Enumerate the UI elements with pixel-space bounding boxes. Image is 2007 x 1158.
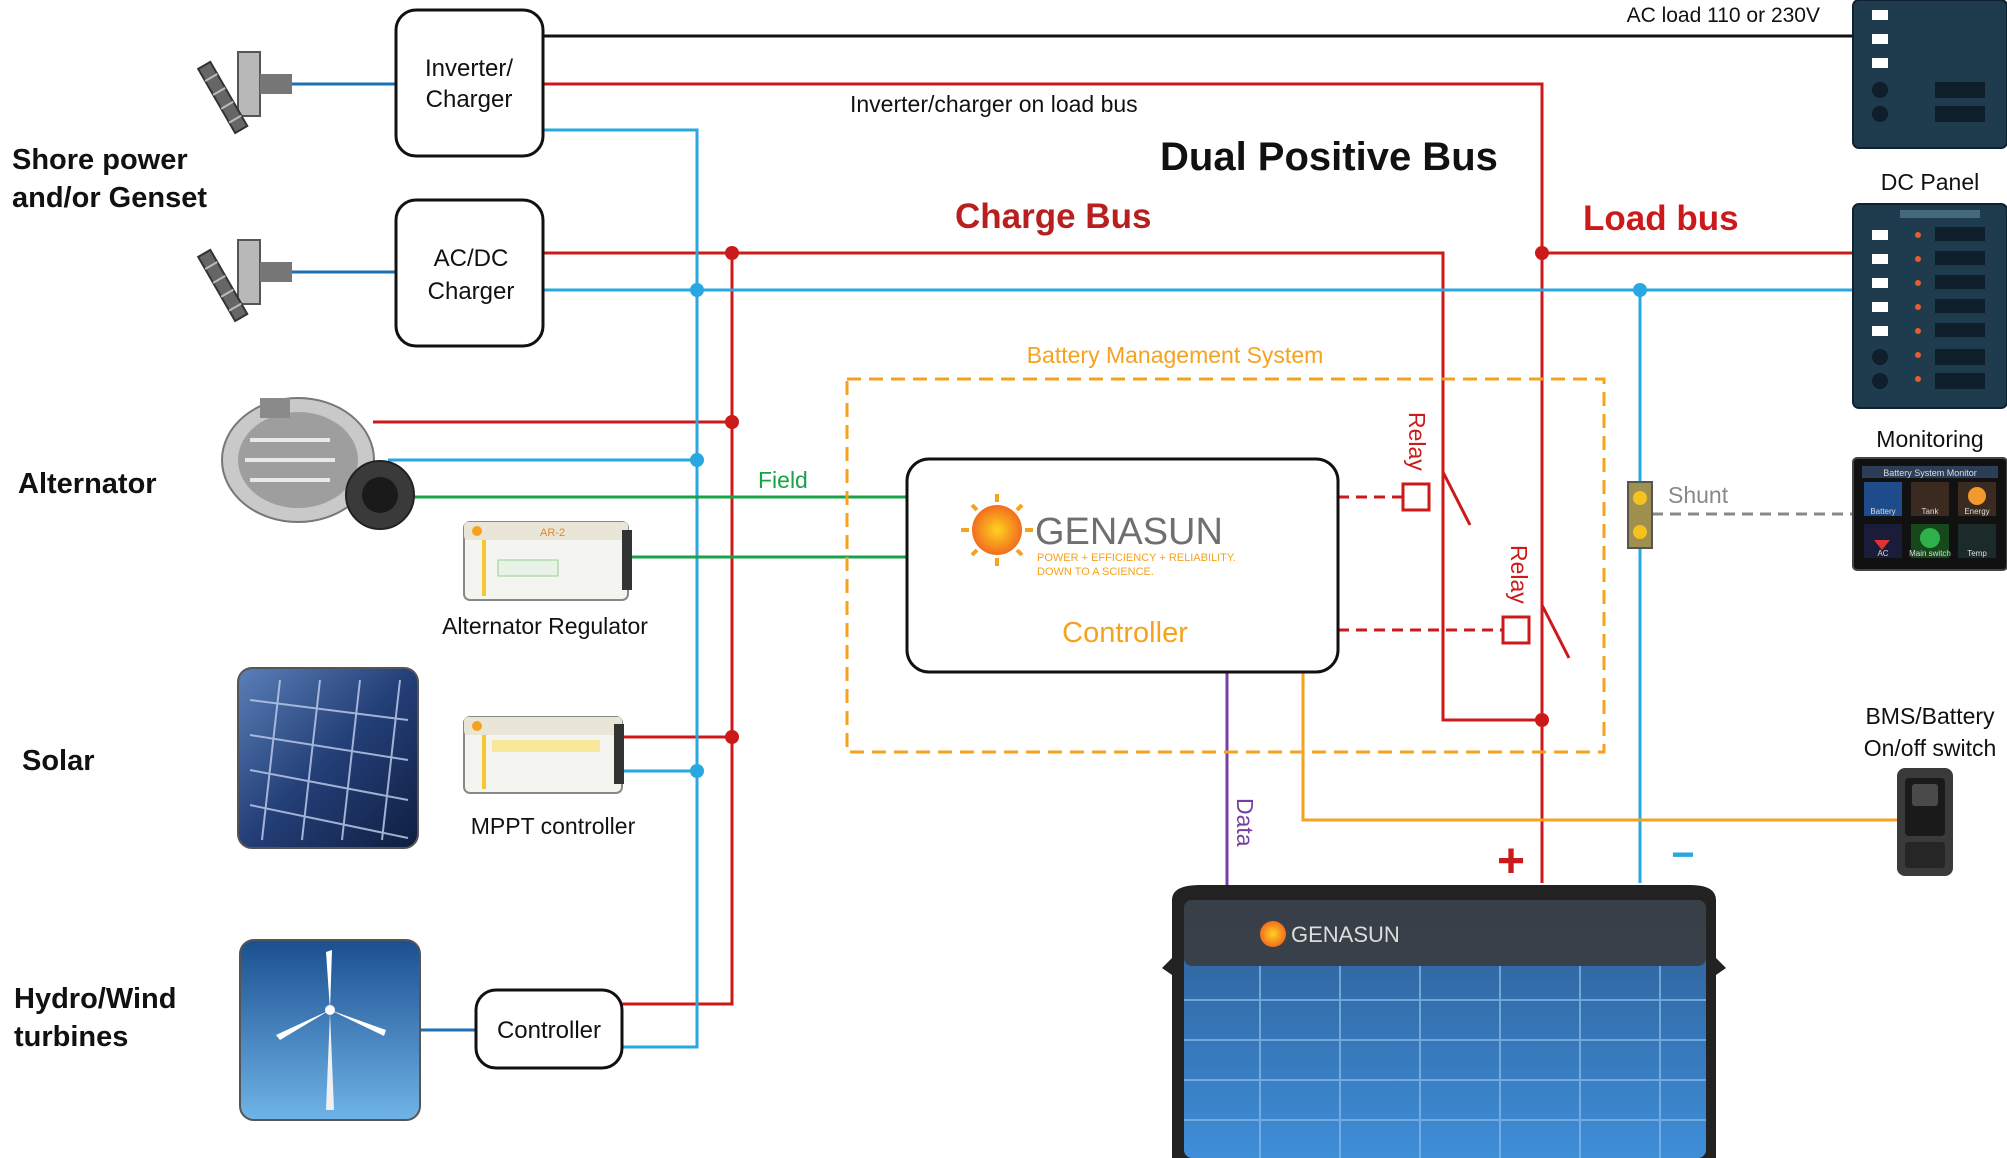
ac-load-label: AC load 110 or 230V	[1627, 4, 1820, 27]
data-label: Data	[1232, 798, 1258, 847]
monitor-tile-label: Battery	[1870, 507, 1895, 516]
dual-positive-bus-title: Dual Positive Bus	[1160, 135, 1498, 179]
shore-plug-1-icon	[196, 51, 292, 135]
mppt-controller-icon	[463, 716, 624, 794]
field-label: Field	[758, 467, 808, 493]
charge-bus-vertical	[622, 253, 734, 1006]
alternator-regulator-badge: AR-2	[540, 527, 565, 539]
inverter-load-bus-wire	[543, 82, 1544, 883]
genasun-tagline-2: DOWN TO A SCIENCE.	[1037, 566, 1154, 578]
battery-brand: GENASUN	[1291, 922, 1400, 947]
monitor-tile-label: Energy	[1964, 507, 1989, 516]
bms-controller-box	[905, 457, 1340, 674]
battery-icon	[1162, 885, 1726, 1158]
bms-switch-label-2: On/off switch	[1864, 735, 1997, 761]
junction-dot	[690, 283, 704, 297]
inverter-charger-label-2: Charger	[426, 86, 513, 113]
load-bus-label: Load bus	[1583, 199, 1739, 238]
monitor-screen-title: Battery System Monitor	[1883, 468, 1977, 478]
alternator-regulator-icon	[463, 521, 632, 601]
relay-contact-icon	[1540, 604, 1571, 659]
positive-terminal-label: +	[1497, 835, 1525, 888]
shore-power-label-2: and/or Genset	[12, 182, 207, 214]
monitor-tile-label: Tank	[1922, 507, 1940, 516]
bms-switch-label-1: BMS/Battery	[1865, 703, 1995, 729]
alternator-icon	[221, 397, 415, 530]
battery-sun-icon	[1260, 921, 1286, 947]
genasun-tagline-1: POWER + EFFICIENCY + RELIABILITY.	[1037, 552, 1236, 564]
ac-dc-charger-label-1: AC/DC	[434, 245, 509, 272]
bms-controller-label: Controller	[1062, 617, 1188, 649]
junctions	[690, 246, 1647, 778]
alternator-label: Alternator	[18, 468, 157, 500]
solar-panel-icon	[237, 667, 419, 849]
wires	[292, 34, 1897, 1049]
genasun-brand: GENASUN	[1035, 511, 1223, 553]
relay-1-label: Relay	[1404, 412, 1430, 471]
junction-dot	[725, 415, 739, 429]
hydro-wind-label-2: turbines	[14, 1021, 128, 1053]
relay-coil-icon	[1501, 615, 1531, 645]
hydro-wind-label-1: Hydro/Wind	[14, 983, 176, 1015]
ac-dc-charger-box	[394, 198, 545, 348]
junction-dot	[725, 730, 739, 744]
sun-icon	[972, 505, 1022, 555]
junction-dot	[1535, 713, 1549, 727]
solar-label: Solar	[22, 745, 95, 777]
ac-dc-charger-label-2: Charger	[428, 278, 515, 305]
relay-2-label: Relay	[1506, 545, 1532, 604]
sun-rays-icon	[961, 494, 1033, 566]
charge-bus-label: Charge Bus	[955, 197, 1151, 236]
bms-boundary	[845, 377, 1606, 754]
monitoring-label: Monitoring	[1876, 426, 1983, 452]
relay-contact-icon	[1441, 471, 1472, 526]
inverter-on-load-bus-label: Inverter/charger on load bus	[850, 91, 1138, 117]
alternator-regulator-label: Alternator Regulator	[442, 613, 648, 639]
monitor-tile-label: Main switch	[1909, 549, 1951, 558]
dc-panel-label: DC Panel	[1881, 169, 1979, 195]
junction-dot	[725, 246, 739, 260]
ac-panel-icon	[1852, 0, 2007, 149]
dc-panel-icon	[1852, 203, 2007, 409]
shunt-icon	[1627, 481, 1653, 549]
relay-1	[1401, 471, 1472, 526]
inverter-charger-label-1: Inverter/	[425, 55, 513, 82]
mppt-controller-label: MPPT controller	[471, 813, 636, 839]
relay-2	[1501, 604, 1571, 659]
junction-dot	[690, 453, 704, 467]
relay-coil-icon	[1401, 482, 1431, 512]
shunt-label: Shunt	[1668, 482, 1729, 508]
inverter-charger-box	[394, 8, 545, 158]
turbine-controller-box	[474, 988, 624, 1070]
junction-dot	[1633, 283, 1647, 297]
genasun-logo	[961, 494, 1033, 566]
bms-switch-wire	[1301, 672, 1897, 822]
wind-turbine-icon	[239, 939, 421, 1121]
junction-dot	[1535, 246, 1549, 260]
negative-terminal-label: −	[1671, 833, 1694, 877]
shore-plug-2-icon	[196, 239, 292, 323]
junction-dot	[690, 764, 704, 778]
monitoring-screen-icon	[1852, 457, 2007, 571]
turbine-controller-label: Controller	[497, 1017, 601, 1044]
monitor-tile-label: AC	[1877, 549, 1888, 558]
charge-bus-wire	[543, 251, 1542, 722]
inverter-neg-wire	[543, 128, 699, 1049]
shore-power-label-1: Shore power	[12, 144, 188, 176]
monitor-tile-label: Temp	[1967, 549, 1987, 558]
bms-label: Battery Management System	[1027, 342, 1324, 368]
bms-switch-icon	[1897, 768, 1953, 876]
